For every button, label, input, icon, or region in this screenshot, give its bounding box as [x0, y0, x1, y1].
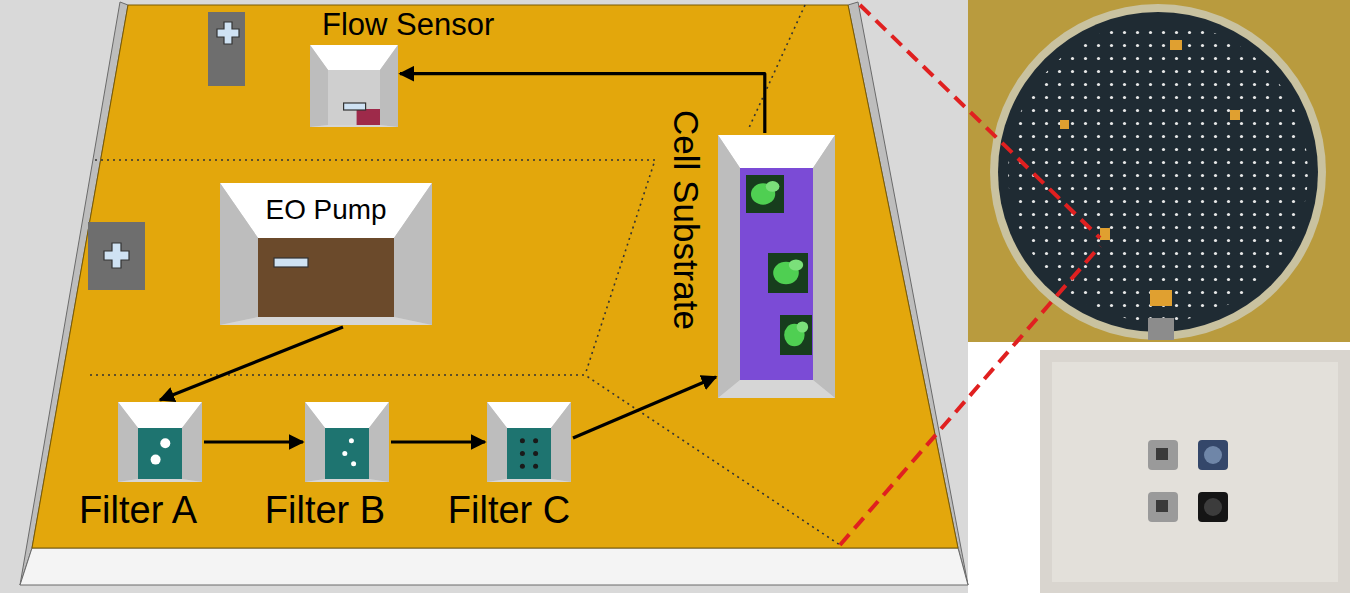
well-floor	[138, 428, 182, 479]
flow-arrow	[204, 440, 303, 443]
well-floor	[740, 168, 813, 380]
well-floor	[328, 70, 380, 125]
well-node: Filter A	[118, 402, 202, 482]
flow-arrow	[400, 74, 765, 133]
cell-image	[746, 175, 784, 213]
wafer-photo	[968, 0, 1350, 342]
background	[0, 0, 968, 593]
well-shape	[310, 45, 398, 127]
well-floor	[258, 238, 394, 317]
well-shape	[118, 402, 202, 482]
well-node: Filter B	[305, 402, 389, 482]
well-label: Filter B	[265, 490, 385, 532]
flow-arrow	[160, 327, 343, 400]
well-label: Flow Sensor	[322, 8, 494, 42]
well-shape	[487, 402, 571, 482]
cell-image	[780, 315, 812, 355]
well-label: EO Pump	[220, 195, 432, 226]
slab-top	[32, 5, 958, 548]
well-node: Flow Sensor	[310, 45, 398, 127]
flow-arrow	[391, 440, 485, 443]
well-label: Cell Substrate	[667, 110, 706, 330]
well-node: Filter C	[487, 402, 571, 482]
flow-arrow	[573, 377, 716, 438]
cell-image	[768, 253, 808, 293]
well-floor	[325, 428, 369, 479]
well-node: EO Pump	[220, 183, 432, 325]
well-label: Filter C	[448, 490, 570, 532]
slab-front	[20, 548, 968, 585]
zoom-lines	[840, 5, 1100, 545]
well-floor	[507, 428, 551, 479]
minus-symbol	[274, 258, 308, 267]
minus-symbol	[344, 103, 366, 110]
region-dividers	[90, 5, 840, 545]
chip-photo	[1040, 350, 1350, 593]
well-shape	[305, 402, 389, 482]
well-shape	[718, 135, 835, 398]
well-label: Filter A	[79, 490, 197, 532]
well-node: Cell Substrate	[718, 135, 835, 398]
